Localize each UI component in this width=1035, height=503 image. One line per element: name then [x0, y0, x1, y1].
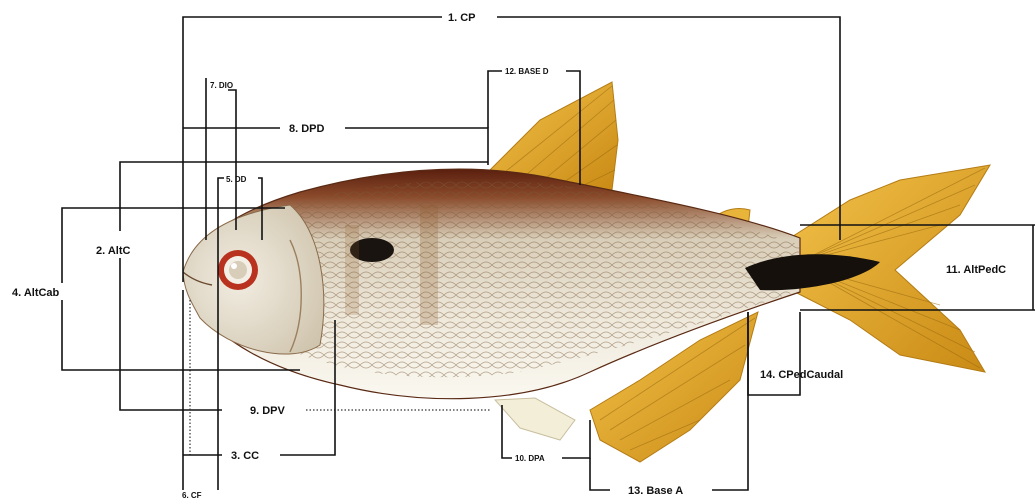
label-cc: 3. CC: [231, 450, 259, 462]
label-cf: 6. CF: [182, 491, 202, 500]
label-dpv: 9. DPV: [250, 405, 286, 417]
label-altpedc: 11. AltPedC: [946, 264, 1006, 276]
label-dio: 7. DIO: [210, 81, 233, 90]
label-altcab: 4. AltCab: [12, 287, 60, 299]
fish-illustration: [183, 82, 990, 462]
dpd-line-right: [345, 128, 488, 165]
label-base-a: 13. Base A: [628, 485, 683, 497]
body-bar: [420, 205, 438, 325]
fish-eye: [218, 250, 258, 290]
pelvic-fin: [495, 398, 575, 440]
label-dpd: 8. DPD: [289, 123, 325, 135]
label-dd: 5. DD: [226, 175, 247, 184]
label-cp: 1. CP: [448, 12, 476, 24]
label-base-d: 12. BASE D: [505, 67, 549, 76]
label-altc: 2. AltC: [96, 245, 130, 257]
label-dpa: 10. DPA: [515, 454, 545, 463]
base-d-line: [488, 71, 502, 128]
cpedcaudal-line: [748, 312, 800, 395]
label-cpedcaudal: 14. CPedCaudal: [760, 369, 843, 381]
base-a-line: [590, 458, 610, 490]
body-bar: [345, 225, 359, 315]
dio-line-right: [228, 90, 236, 230]
